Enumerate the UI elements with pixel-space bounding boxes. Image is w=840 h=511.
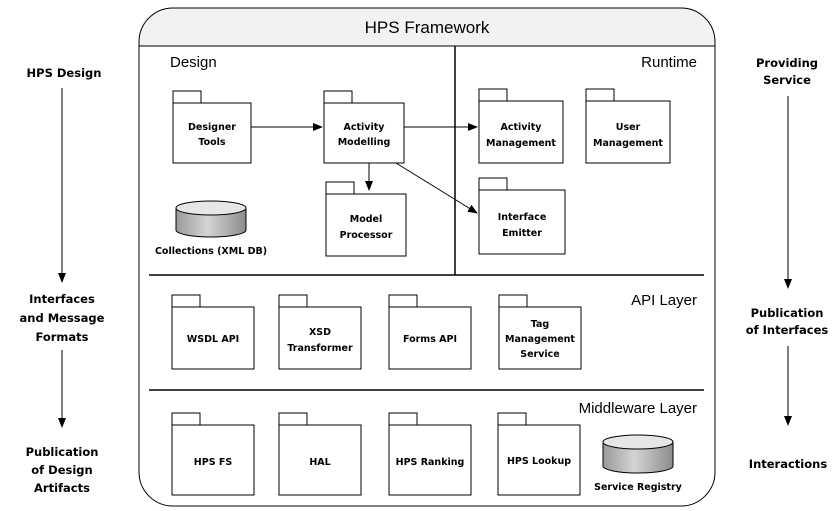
label-interfaces-2: and Message bbox=[20, 311, 105, 325]
label-providing-2: Service bbox=[763, 73, 811, 87]
package-tab bbox=[478, 177, 508, 191]
interface-emitter-line2: Emitter bbox=[502, 228, 542, 239]
framework-title: HPS Framework bbox=[365, 18, 490, 37]
package-tab bbox=[388, 294, 418, 308]
tag-management-line3: Service bbox=[520, 349, 560, 360]
package-body bbox=[497, 424, 581, 496]
arrow-activity-to-emitter bbox=[395, 162, 478, 214]
package-tab bbox=[323, 90, 353, 104]
package-body bbox=[498, 306, 582, 370]
database-icon bbox=[602, 441, 674, 474]
label-hps-design: HPS Design bbox=[27, 66, 102, 80]
database-collections: Collections (XML DB) bbox=[155, 200, 267, 257]
database-top bbox=[602, 434, 674, 450]
package-body bbox=[585, 100, 671, 164]
database-icon bbox=[175, 207, 247, 238]
package-body bbox=[323, 102, 405, 164]
package-wsdl-api: WSDL API bbox=[171, 294, 255, 370]
label-publication-interfaces-2: of Interfaces bbox=[746, 323, 829, 337]
label-publication-design-1: Publication bbox=[26, 445, 99, 459]
package-body bbox=[478, 189, 566, 255]
package-hps-lookup: HPS Lookup bbox=[497, 412, 581, 496]
package-body bbox=[278, 424, 362, 496]
framework-border bbox=[138, 7, 716, 507]
designer-tools-line2: Tools bbox=[198, 137, 226, 148]
database-top bbox=[175, 200, 247, 216]
section-design: Design bbox=[170, 54, 217, 71]
framework-header bbox=[139, 8, 715, 46]
package-tab bbox=[498, 294, 528, 308]
package-model-processor: Model Processor bbox=[325, 181, 407, 257]
package-tag-management-service: Tag Management Service bbox=[498, 294, 582, 370]
package-body bbox=[278, 306, 362, 370]
interface-emitter-line1: Interface bbox=[498, 212, 547, 223]
connections bbox=[251, 123, 478, 214]
label-interactions: Interactions bbox=[749, 457, 828, 471]
package-tab bbox=[497, 412, 527, 426]
package-tab bbox=[171, 412, 201, 426]
framework-box: HPS Framework Design Runtime API Layer M… bbox=[138, 7, 716, 507]
package-interface-emitter: Interface Emitter bbox=[478, 177, 566, 255]
package-body bbox=[388, 424, 472, 496]
package-hps-ranking: HPS Ranking bbox=[388, 412, 472, 496]
section-runtime: Runtime bbox=[641, 54, 697, 71]
service-registry-label: Service Registry bbox=[594, 482, 682, 493]
label-interfaces-3: Formats bbox=[35, 330, 88, 344]
package-body bbox=[171, 424, 255, 496]
model-processor-line2: Processor bbox=[340, 230, 393, 241]
package-hal: HAL bbox=[278, 412, 362, 496]
wsdl-api-label: WSDL API bbox=[187, 334, 239, 345]
hps-lookup-label: HPS Lookup bbox=[507, 456, 571, 467]
package-designer-tools: Designer Tools bbox=[172, 90, 252, 164]
user-management-line2: Management bbox=[593, 138, 663, 149]
package-user-management: User Management bbox=[585, 88, 671, 164]
activity-modelling-line1: Activity bbox=[344, 122, 386, 133]
label-publication-design-2: of Design bbox=[31, 463, 92, 477]
hps-fs-label: HPS FS bbox=[194, 457, 233, 468]
package-body bbox=[325, 193, 407, 257]
package-xsd-transformer: XSD Transformer bbox=[278, 294, 362, 370]
activity-modelling-line2: Modelling bbox=[338, 137, 391, 148]
label-interfaces-1: Interfaces bbox=[29, 292, 95, 306]
xsd-transformer-line1: XSD bbox=[309, 327, 331, 338]
user-management-line1: User bbox=[616, 122, 641, 133]
package-tab bbox=[172, 90, 202, 104]
tag-management-line1: Tag bbox=[531, 319, 549, 330]
section-middleware-layer: Middleware Layer bbox=[579, 400, 697, 417]
label-publication-design-3: Artifacts bbox=[34, 481, 90, 495]
package-tab bbox=[478, 88, 508, 102]
tag-management-line2: Management bbox=[505, 334, 575, 345]
package-tab bbox=[278, 412, 308, 426]
package-body bbox=[478, 100, 564, 164]
package-tab bbox=[278, 294, 308, 308]
forms-api-label: Forms API bbox=[403, 334, 457, 345]
activity-management-line1: Activity bbox=[501, 122, 543, 133]
package-body bbox=[171, 306, 255, 370]
package-activity-management: Activity Management bbox=[478, 88, 564, 164]
package-tab bbox=[325, 181, 355, 195]
package-tab bbox=[388, 412, 418, 426]
model-processor-line1: Model bbox=[350, 214, 382, 225]
activity-management-line2: Management bbox=[486, 138, 556, 149]
package-hps-fs: HPS FS bbox=[171, 412, 255, 496]
package-forms-api: Forms API bbox=[388, 294, 472, 370]
hps-ranking-label: HPS Ranking bbox=[396, 457, 465, 468]
section-api-layer: API Layer bbox=[631, 292, 697, 309]
database-service-registry: Service Registry bbox=[594, 434, 683, 493]
right-column: Providing Service Publication of Interfa… bbox=[746, 56, 829, 471]
label-providing-1: Providing bbox=[756, 56, 818, 70]
collections-label: Collections (XML DB) bbox=[155, 246, 267, 257]
package-tab bbox=[585, 88, 615, 102]
label-publication-interfaces-1: Publication bbox=[751, 306, 824, 320]
package-body bbox=[172, 102, 252, 164]
package-tab bbox=[171, 294, 201, 308]
hal-label: HAL bbox=[309, 457, 330, 468]
package-activity-modelling: Activity Modelling bbox=[323, 90, 405, 164]
package-body bbox=[388, 306, 472, 370]
designer-tools-line1: Designer bbox=[188, 122, 236, 133]
xsd-transformer-line2: Transformer bbox=[287, 343, 353, 354]
left-column: HPS Design Interfaces and Message Format… bbox=[20, 66, 105, 495]
